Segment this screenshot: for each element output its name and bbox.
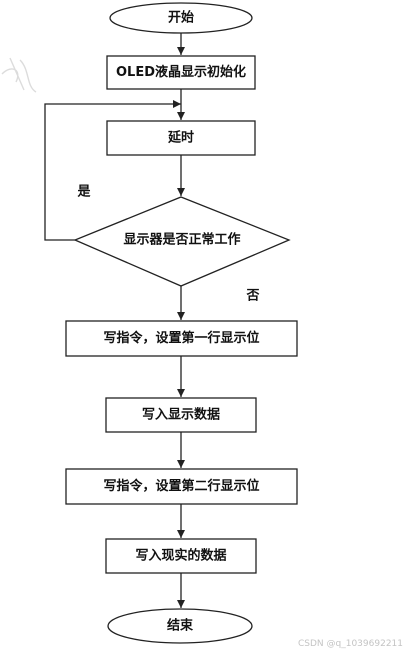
yes-branch-label: 是 [76,185,91,200]
delay-process-label: 延时 [167,130,194,146]
init-process-box: OLED液晶显示初始化 [106,55,256,90]
set-row1-process-box: 写指令，设置第一行显示位 [65,320,298,357]
watermark-text: CSDN @q_1039692211 [298,639,403,649]
write-data2-process-box: 写入现实的数据 [105,538,257,574]
background-scribble [1,57,37,93]
write-data2-process-label: 写入现实的数据 [135,548,226,564]
start-label: 开始 [168,10,194,26]
set-row2-process-label: 写指令，设置第二行显示位 [103,478,259,494]
init-process-label: OLED液晶显示初始化 [116,64,246,80]
delay-process-box: 延时 [106,120,256,156]
set-row1-process-label: 写指令，设置第一行显示位 [103,330,259,346]
end-label: 结束 [167,618,194,634]
decision-label: 显示器是否正常工作 [123,232,240,248]
set-row2-process-box: 写指令，设置第二行显示位 [65,468,298,505]
end-terminal: 结束 [107,608,253,644]
start-terminal: 开始 [109,2,253,34]
write-data1-process-box: 写入显示数据 [105,397,257,433]
arrow-yes-loop-to-delay [44,100,181,241]
no-branch-label: 否 [245,289,259,304]
decision-diamond: 显示器是否正常工作 [73,196,291,287]
write-data1-process-label: 写入显示数据 [142,407,220,423]
